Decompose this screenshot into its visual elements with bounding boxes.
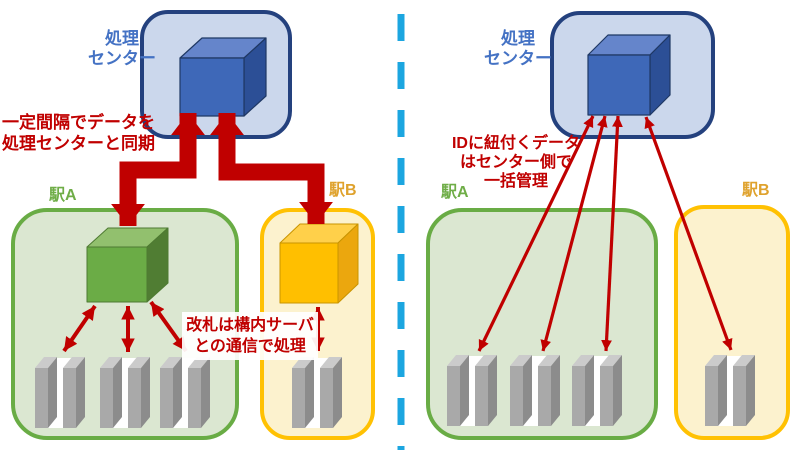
processing-server-icon <box>179 37 267 117</box>
station-a-server-icon <box>86 227 169 303</box>
gate-note: 改札は構内サーバ との通信で処理 <box>182 312 318 360</box>
fare-gate-icon <box>160 357 210 428</box>
local-link-arrow <box>62 304 97 353</box>
fare-gate-icon <box>705 355 755 426</box>
sync-arrow-station-b <box>210 112 333 225</box>
local-link-arrow <box>149 300 188 353</box>
processing-center-label-left: 処理 センター <box>88 29 156 68</box>
processing-center-label-right: 処理 センター <box>484 29 552 68</box>
station-a-label-right: 駅A <box>441 184 469 201</box>
fare-gate-icon <box>572 355 622 426</box>
processing-server-icon <box>587 34 671 116</box>
direct-link-arrow <box>540 115 608 352</box>
fare-gate-icon <box>35 357 85 428</box>
station-b-label-right: 駅B <box>742 182 770 199</box>
fare-gate-icon <box>100 357 150 428</box>
station-b-label-left: 駅B <box>329 182 357 199</box>
central-management-note: IDに紐付くデータ はセンター側で 一括管理 <box>451 135 580 190</box>
direct-link-arrow <box>601 115 623 352</box>
sync-note: 一定間隔でデータを 処理センターと同期 <box>2 113 155 153</box>
fare-gate-icon <box>510 355 560 426</box>
direct-link-arrow <box>644 116 733 351</box>
sync-arrow-station-a <box>111 112 205 227</box>
fare-gate-icon <box>447 355 497 426</box>
fare-gate-icon <box>292 357 342 428</box>
station-b-server-icon <box>279 223 359 304</box>
station-a-label-left: 駅A <box>49 187 77 204</box>
